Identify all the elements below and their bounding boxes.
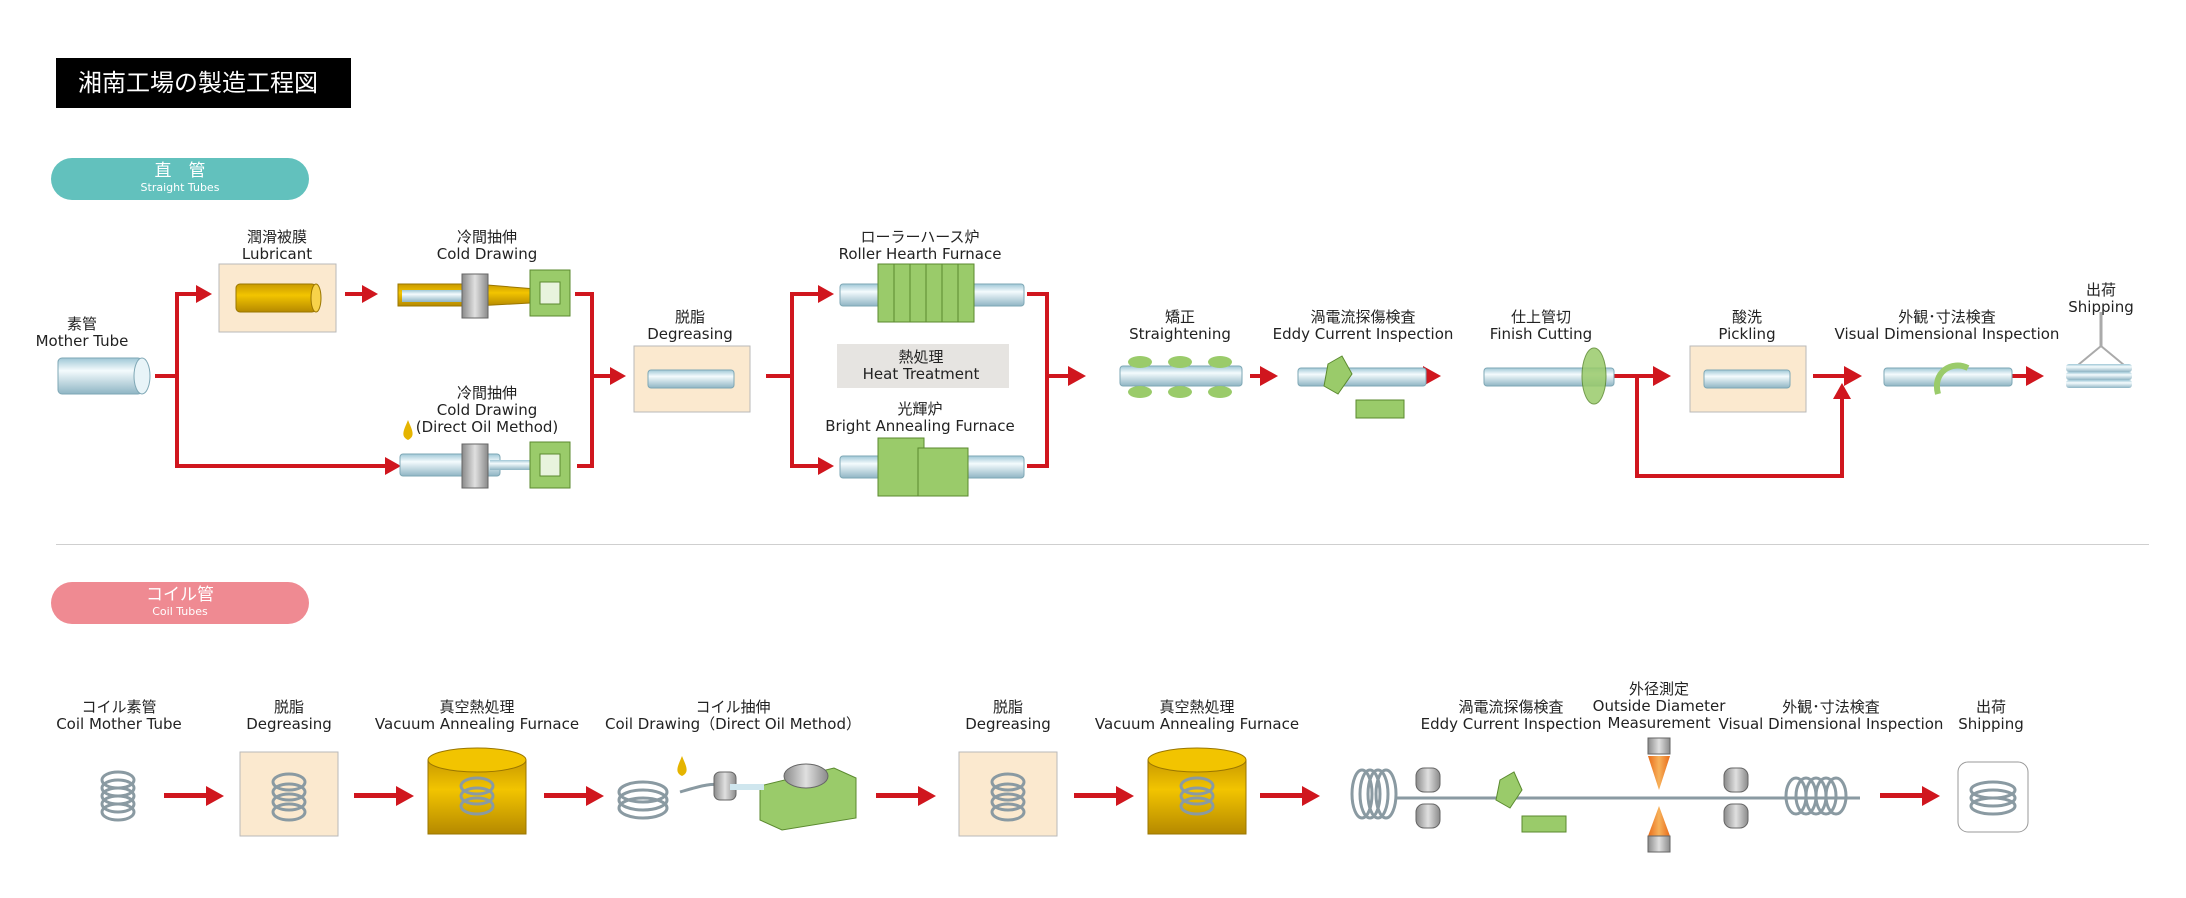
section-label-jp: 直 管 — [154, 161, 206, 181]
coil-red-arrows — [164, 786, 1940, 806]
roller-hearth-furnace-icon — [839, 263, 1025, 323]
coil-mother-icon — [100, 770, 136, 822]
coil-inspection-line-icon — [1350, 737, 1860, 853]
bright-annealing-furnace-icon — [839, 437, 1025, 497]
straightening-rollers-icon — [1119, 356, 1243, 398]
visual-inspection-icon — [1883, 362, 2013, 395]
heat-treatment-band — [837, 344, 1009, 388]
coil-degreasing-tank-icon-1 — [239, 751, 339, 837]
section-label-jp: コイル管 — [146, 585, 214, 605]
coil-degreasing-tank-icon-2 — [958, 751, 1058, 837]
coil-shipping-icon — [1957, 761, 2029, 833]
mother-tube-icon — [57, 357, 151, 395]
section-divider — [56, 544, 2149, 545]
red-arrowheads — [196, 285, 2044, 475]
coil-drawing-machine-icon — [617, 756, 857, 831]
pickling-tank-icon — [1689, 345, 1807, 413]
section-badge-coil: コイル管 Coil Tubes — [51, 582, 309, 624]
finish-cutting-saw-icon — [1483, 347, 1615, 405]
page-title: 湘南工場の製造工程図 — [56, 58, 351, 108]
section-label-en: Straight Tubes — [140, 181, 220, 194]
cold-drawing-oil-die-icon — [399, 420, 571, 489]
degreasing-tank-icon — [633, 345, 751, 413]
eddy-current-probe-icon — [1297, 355, 1427, 419]
red-flow-lines — [155, 292, 2028, 478]
section-label-en: Coil Tubes — [152, 605, 208, 618]
vacuum-furnace-icon-2 — [1147, 747, 1247, 835]
lubricant-tank-icon — [218, 263, 337, 333]
vacuum-furnace-icon-1 — [427, 747, 527, 835]
shipping-bundle-icon — [2066, 312, 2132, 388]
cold-drawing-die-icon — [397, 269, 571, 319]
section-badge-straight: 直 管 Straight Tubes — [51, 158, 309, 200]
